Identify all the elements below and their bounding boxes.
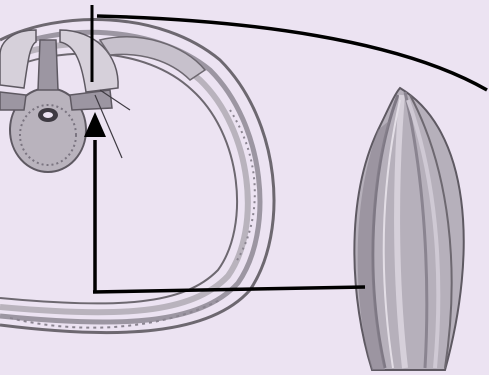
spinal-canal	[43, 112, 53, 118]
transverse-process-left	[0, 92, 26, 110]
spinous-process	[38, 40, 58, 90]
